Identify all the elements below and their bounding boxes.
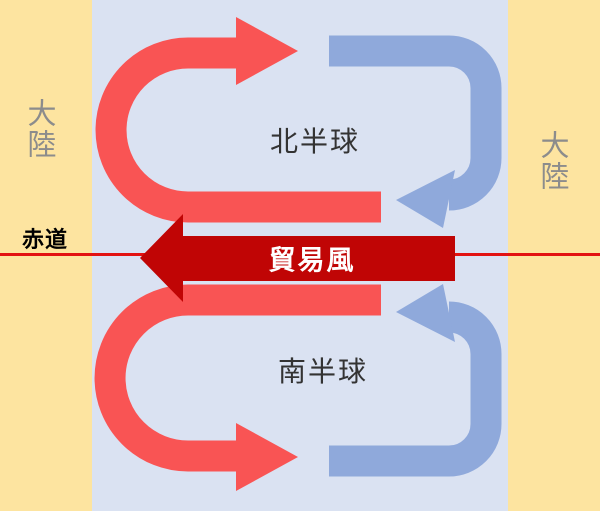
north-warm-arrowhead-icon bbox=[236, 17, 298, 85]
south-hemisphere-label: 南半球 bbox=[277, 356, 369, 387]
south-warm-arrowhead-icon bbox=[236, 423, 298, 491]
trade-wind-arrow bbox=[140, 214, 455, 302]
south-warm-circulation-arrow bbox=[94, 284, 381, 472]
equator-label: 赤道 bbox=[21, 227, 69, 252]
continent-left-label: 大陸 bbox=[23, 98, 55, 160]
south-cool-arrowhead-icon bbox=[396, 284, 455, 342]
trade-wind-label: 貿易風 bbox=[268, 245, 356, 276]
south-cool-circulation-arrow bbox=[329, 301, 502, 477]
continent-right-label: 大陸 bbox=[536, 130, 568, 192]
north-cool-arrowhead-icon bbox=[396, 170, 455, 228]
north-hemisphere-label: 北半球 bbox=[269, 126, 361, 157]
north-cool-circulation-arrow bbox=[329, 35, 502, 211]
north-warm-circulation-arrow bbox=[95, 37, 381, 223]
